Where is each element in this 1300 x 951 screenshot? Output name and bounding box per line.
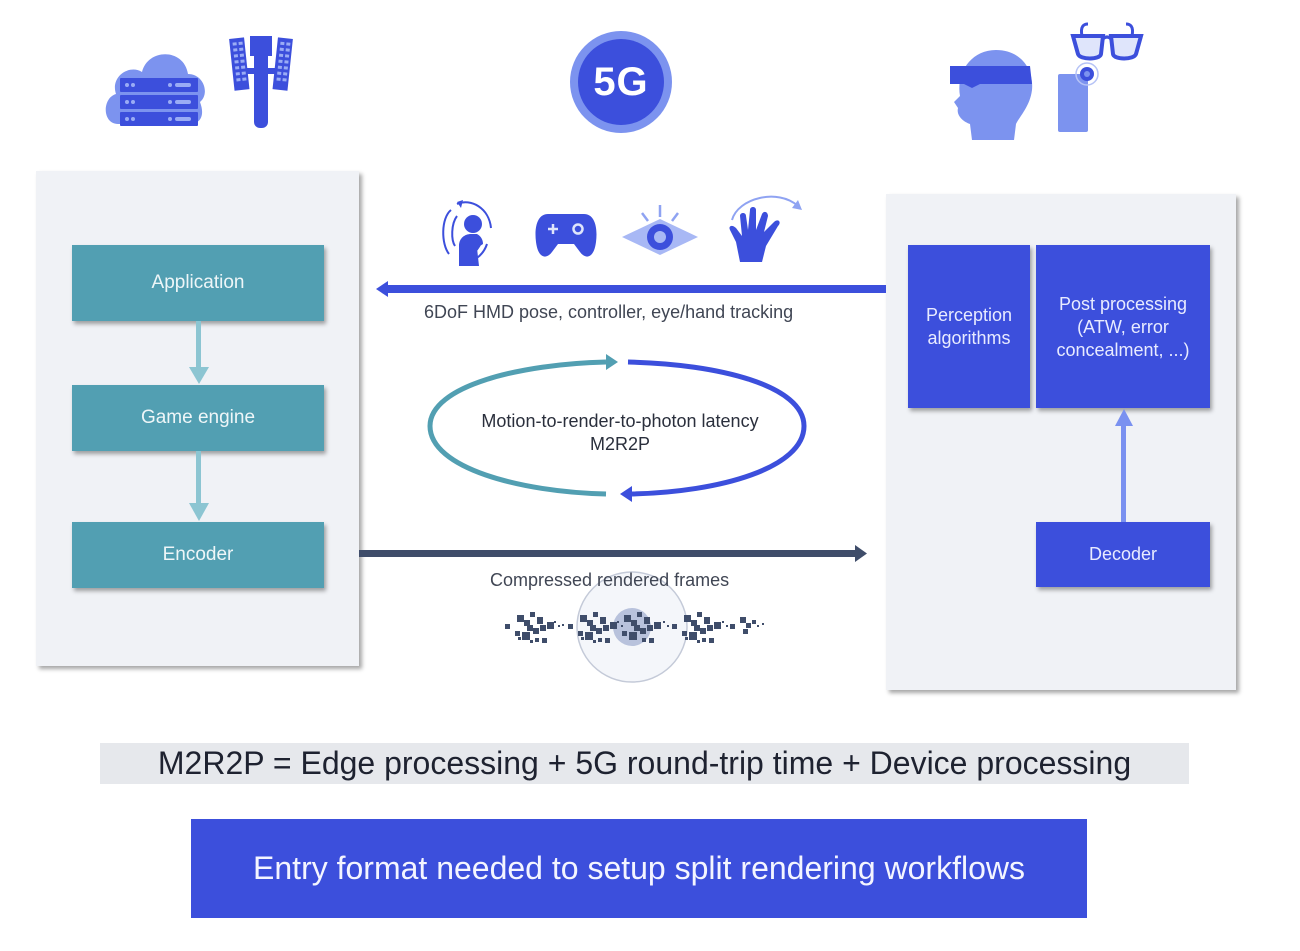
- head-tracking-icon: [442, 200, 492, 266]
- cloud-server-icon: [105, 54, 205, 126]
- encoder-box[interactable]: Encoder: [72, 522, 324, 588]
- edge-loop-arc: [427, 359, 607, 497]
- device-loop-arc: [627, 359, 807, 497]
- tracking-uplink-arrow: [376, 281, 886, 297]
- frames-downlink-arrow: [359, 545, 867, 562]
- eye-tracking-icon: [622, 205, 698, 255]
- smart-glasses-icon: [1070, 22, 1144, 61]
- m2r2p-formula: M2R2P = Edge processing + 5G round-trip …: [100, 743, 1189, 784]
- device-loop-arrowhead: [620, 486, 632, 502]
- application-box[interactable]: Application: [72, 245, 324, 321]
- frame-packets: [505, 612, 764, 643]
- post-line-1: Post processing: [1058, 294, 1188, 314]
- decoder-to-post-arrow: [1115, 409, 1133, 522]
- perception-line-1: Perception: [925, 304, 1013, 325]
- gamepad-icon: [535, 214, 597, 257]
- tracking-label: 6DoF HMD pose, controller, eye/hand trac…: [424, 302, 794, 322]
- frames-inner-circle: [613, 608, 651, 646]
- perception-algorithms-box[interactable]: Perception algorithms: [908, 245, 1030, 408]
- edge-loop-arrowhead: [606, 354, 618, 370]
- vr-headset-head-icon: [950, 50, 1033, 140]
- post-line-2: (ATW, error: [1077, 317, 1169, 337]
- entry-format-banner[interactable]: Entry format needed to setup split rende…: [191, 819, 1087, 918]
- entry-format-label: Entry format needed to setup split rende…: [253, 850, 1025, 886]
- smartphone-icon: [1058, 62, 1099, 132]
- encoder-label: Encoder: [162, 544, 234, 565]
- hand-tracking-icon: [729, 195, 802, 262]
- engine-to-encoder-arrow: [189, 451, 209, 521]
- 5g-label: 5G: [593, 59, 649, 104]
- application-label: Application: [151, 272, 245, 293]
- frames-label: Compressed rendered frames: [490, 570, 730, 590]
- cell-tower-icon: [229, 36, 293, 128]
- latency-text: Motion-to-render-to-photon latency M2R2P: [430, 410, 810, 456]
- game-engine-label: Game engine: [140, 407, 256, 428]
- 5g-inner-circle: 5G: [578, 39, 664, 125]
- post-processing-box[interactable]: Post processing (ATW, error concealment,…: [1036, 245, 1210, 408]
- latency-line-2: M2R2P: [589, 434, 651, 454]
- perception-line-2: algorithms: [927, 327, 1011, 348]
- latency-line-1: Motion-to-render-to-photon latency: [481, 411, 759, 431]
- compressed-frames-icon: [505, 571, 764, 683]
- app-to-engine-arrow: [189, 321, 209, 384]
- 5g-badge-icon: 5G: [570, 31, 672, 133]
- decoder-label: Decoder: [1088, 544, 1158, 564]
- game-engine-box[interactable]: Game engine: [72, 385, 324, 451]
- decoder-box[interactable]: Decoder: [1036, 522, 1210, 587]
- post-line-3: concealment, ...): [1056, 340, 1190, 360]
- latency-loop: [427, 354, 807, 502]
